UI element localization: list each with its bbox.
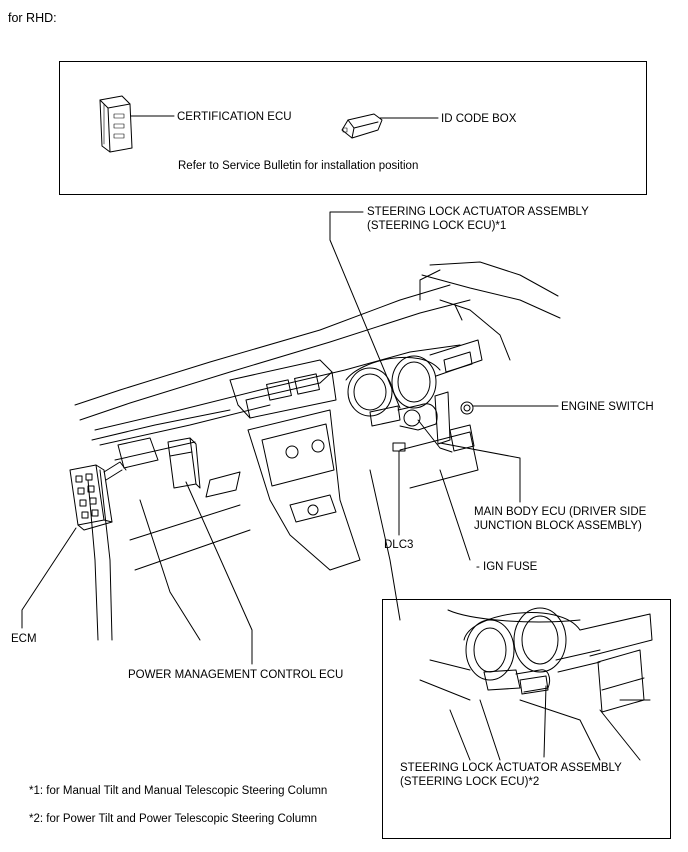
id-code-box-icon	[341, 113, 439, 139]
inset-detail-box	[382, 599, 671, 839]
power-management-ecu-label: POWER MANAGEMENT CONTROL ECU	[128, 669, 344, 681]
component-reference-box	[59, 61, 647, 195]
engine-switch-label: ENGINE SWITCH	[561, 401, 654, 413]
footnote-1: *1: for Manual Tilt and Manual Telescopi…	[29, 785, 328, 797]
steering-lock-actuator-2-label-line1: STEERING LOCK ACTUATOR ASSEMBLY	[400, 762, 622, 774]
ecm-label: ECM	[11, 633, 37, 645]
dlc3-label: DLC3	[384, 539, 414, 551]
id-code-box-label: ID CODE BOX	[441, 113, 517, 125]
steering-lock-actuator-1-label-line1: STEERING LOCK ACTUATOR ASSEMBLY	[367, 206, 589, 218]
ign-fuse-label: - IGN FUSE	[476, 561, 538, 573]
main-body-ecu-label-line1: MAIN BODY ECU (DRIVER SIDE	[474, 506, 647, 518]
main-body-ecu-label-line2: JUNCTION BLOCK ASSEMBLY)	[474, 520, 642, 532]
certification-ecu-label: CERTIFICATION ECU	[177, 111, 292, 123]
power-management-ecu-icon	[167, 437, 201, 489]
ecm-icon	[69, 461, 127, 531]
inset-illustration	[419, 607, 653, 761]
leader-lines	[21, 211, 559, 665]
footnote-2: *2: for Power Tilt and Power Telescopic …	[29, 813, 318, 825]
dashboard-illustration	[74, 261, 561, 641]
certification-ecu-icon	[99, 95, 175, 153]
installation-note: Refer to Service Bulletin for installati…	[178, 160, 419, 172]
steering-lock-actuator-2-label-line2: (STEERING LOCK ECU)*2	[400, 776, 540, 788]
steering-lock-actuator-1-label-line2: (STEERING LOCK ECU)*1	[367, 220, 507, 232]
page-title: for RHD:	[8, 11, 57, 25]
